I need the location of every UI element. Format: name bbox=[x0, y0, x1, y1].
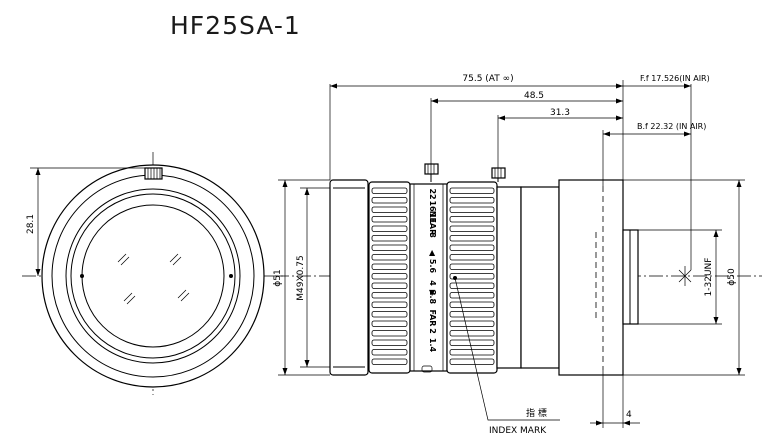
front-retainer-ring bbox=[70, 193, 236, 359]
focus-rib-13 bbox=[371, 311, 408, 318]
aperture-rib-7 bbox=[449, 254, 495, 261]
front-index-dot-left bbox=[80, 274, 84, 278]
aperture-scale-value: 1.4 bbox=[428, 338, 437, 353]
dim-total-length: 75.5 (AT ∞) bbox=[462, 74, 513, 84]
front-barrel bbox=[329, 179, 369, 376]
focus-rib-4 bbox=[371, 225, 408, 232]
focus-rib-10 bbox=[371, 282, 408, 289]
focus-rib-14 bbox=[371, 320, 408, 327]
focus-point-icon bbox=[678, 266, 692, 286]
aperture-rib-16 bbox=[449, 339, 495, 346]
aperture-scale-value: 2.8 bbox=[428, 290, 437, 305]
focus-rib-6 bbox=[371, 244, 408, 251]
aperture-rib-18 bbox=[449, 358, 495, 365]
scale-band-marker bbox=[421, 365, 433, 373]
aperture-rib-5 bbox=[449, 235, 495, 242]
aperture-rib-9 bbox=[449, 273, 495, 280]
focus-rib-5 bbox=[371, 235, 408, 242]
index-mark-jp-label: 指 標 bbox=[526, 407, 547, 419]
aperture-scale-value: 22 bbox=[428, 188, 437, 199]
near-arrow-icon: ◀ bbox=[428, 250, 437, 257]
focus-rib-18 bbox=[371, 358, 408, 365]
aperture-scale-value: 4 bbox=[428, 280, 437, 286]
aperture-scale-value: 8 bbox=[428, 232, 437, 238]
dim-back-focal: B.f 22.32 (IN AIR) bbox=[637, 122, 706, 131]
aperture-rib-10 bbox=[449, 282, 495, 289]
focus-rib-2 bbox=[371, 206, 408, 213]
near-label: NEAR bbox=[428, 211, 437, 236]
aperture-scale-value: 11 bbox=[428, 212, 437, 224]
dim-front-height: 28.1 bbox=[26, 167, 145, 276]
front-locking-screw bbox=[144, 167, 163, 180]
aperture-rib-11 bbox=[449, 292, 495, 299]
aperture-rib-0 bbox=[449, 187, 495, 194]
far-arrow-icon: ▶ bbox=[428, 290, 437, 297]
front-index-dot-right bbox=[229, 274, 233, 278]
dim-flange-focal: F.f 17.526(IN AIR) bbox=[640, 74, 710, 83]
index-mark: 指 標 INDEX MARK bbox=[453, 276, 560, 436]
focus-rib-17 bbox=[371, 349, 408, 356]
focus-rib-12 bbox=[371, 301, 408, 308]
mount-body bbox=[558, 179, 624, 376]
focus-rib-8 bbox=[371, 263, 408, 270]
dim-filter-thread: M49X0.75 bbox=[296, 255, 306, 300]
aperture-rib-4 bbox=[449, 225, 495, 232]
drawing-title: HF25SA-1 bbox=[170, 11, 301, 40]
dim-diameter-50: ϕ50 bbox=[727, 268, 737, 286]
front-outer-barrel bbox=[41, 164, 265, 388]
focus-rib-7 bbox=[371, 254, 408, 261]
front-filter-ring bbox=[65, 188, 241, 364]
focus-rib-9 bbox=[371, 273, 408, 280]
dim-mount-thread: 1-32UNF bbox=[704, 258, 714, 297]
index-mark-label: INDEX MARK bbox=[489, 426, 547, 436]
side-dimensions: 75.5 (AT ∞) 48.5 31.3 F.f 17.526(IN AIR)… bbox=[273, 74, 745, 428]
focus-rib-3 bbox=[371, 216, 408, 223]
rear-barrel bbox=[520, 186, 560, 369]
aperture-scale-value: 16 bbox=[428, 200, 437, 212]
focus-rib-11 bbox=[371, 292, 408, 299]
far-label: FAR bbox=[428, 310, 437, 327]
aperture-rib-14 bbox=[449, 320, 495, 327]
front-view: 28.1 bbox=[22, 152, 285, 395]
focus-rib-16 bbox=[371, 339, 408, 346]
aperture-rib-3 bbox=[449, 216, 495, 223]
dim-length-31: 31.3 bbox=[550, 108, 570, 118]
aperture-rib-12 bbox=[449, 301, 495, 308]
focus-locking-screw bbox=[424, 163, 439, 182]
aperture-rib-15 bbox=[449, 330, 495, 337]
aperture-locking-screw bbox=[491, 167, 506, 182]
aperture-rib-6 bbox=[449, 244, 495, 251]
focus-rib-0 bbox=[371, 187, 408, 194]
focus-rib-15 bbox=[371, 330, 408, 337]
aperture-rib-8 bbox=[449, 263, 495, 270]
dim-length-48: 48.5 bbox=[524, 91, 544, 101]
focus-ring bbox=[368, 181, 411, 374]
aperture-rib-2 bbox=[449, 206, 495, 213]
aperture-scale-value: 2 bbox=[428, 328, 437, 334]
glass-reflection-marks bbox=[117, 253, 190, 305]
dim-diameter-51: ϕ51 bbox=[273, 269, 283, 286]
rear-barrel-step bbox=[496, 186, 522, 369]
dim-flange-4: 4 bbox=[626, 410, 632, 420]
aperture-rib-13 bbox=[449, 311, 495, 318]
aperture-scale-value: 5.6 bbox=[428, 259, 437, 274]
focus-rib-1 bbox=[371, 197, 408, 204]
aperture-rib-1 bbox=[449, 197, 495, 204]
dim-front-height-label: 28.1 bbox=[26, 214, 36, 234]
